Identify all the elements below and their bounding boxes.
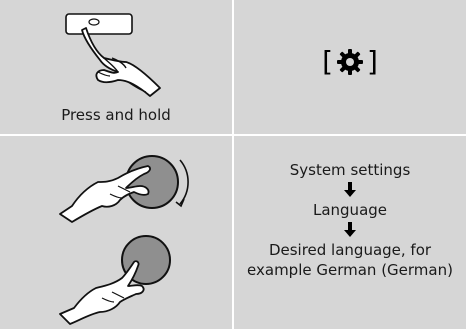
- panel-settings-symbol: [ ]: [234, 0, 466, 134]
- panel-rotary-knob: [0, 136, 232, 329]
- menu-path: System settings Language Desired languag…: [234, 160, 466, 280]
- rotary-knob-press-icon: [59, 235, 171, 325]
- step-language: Language: [312, 201, 388, 219]
- step-desired-language-line2: example German (German): [247, 261, 453, 279]
- gear-icon: [337, 49, 363, 75]
- close-bracket: ]: [367, 45, 378, 78]
- press-and-hold-label: Press and hold: [61, 106, 171, 124]
- rotary-knob-turn-icon: [59, 155, 189, 223]
- panel-menu-path: System settings Language Desired languag…: [234, 136, 466, 329]
- settings-symbol: [ ]: [234, 48, 466, 76]
- step-desired-language-line1: Desired language, for: [268, 241, 432, 259]
- step-system-settings: System settings: [289, 161, 411, 179]
- arrow-down-icon: [234, 180, 466, 200]
- panel-press-and-hold: Press and hold: [0, 0, 232, 134]
- hand-press-button-icon: [65, 13, 161, 97]
- open-bracket: [: [322, 45, 333, 78]
- arrow-down-icon: [234, 220, 466, 240]
